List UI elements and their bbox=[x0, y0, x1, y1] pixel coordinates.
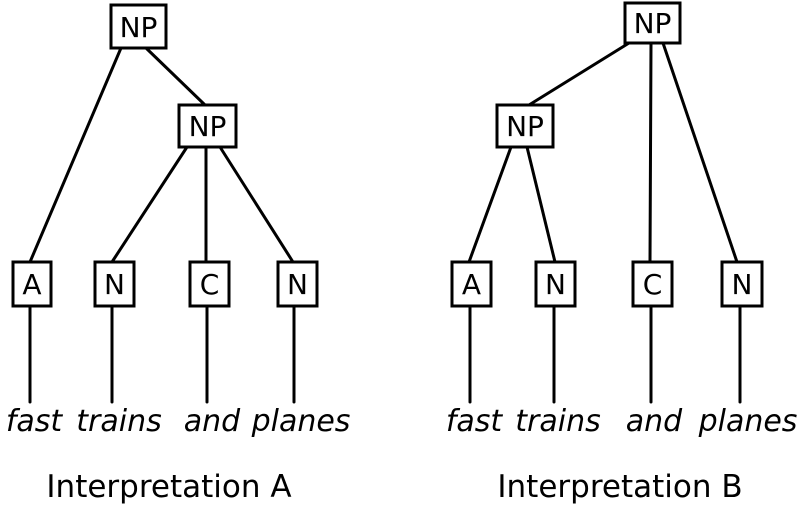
tree-b-caption: Interpretation B bbox=[497, 469, 742, 505]
tree-b-edge-root-to-c bbox=[648, 41, 653, 264]
tree-a-edge-inner-to-n1 bbox=[110, 145, 189, 264]
tree-b-edge-inner-to-n1 bbox=[525, 145, 557, 264]
tree-b-leaf-n2-label: N bbox=[732, 268, 753, 301]
tree-b-inner-np-label: NP bbox=[506, 110, 544, 143]
tree-a-leaf-a-label: A bbox=[22, 268, 41, 301]
tree-b-leaf-n1-label: N bbox=[545, 268, 566, 301]
tree-b-root-np-label: NP bbox=[634, 7, 672, 40]
tree-b-inner-np-box bbox=[495, 103, 555, 149]
tree-a-leaf-c-box bbox=[188, 260, 231, 308]
tree-a-edge-root-to-a bbox=[28, 46, 123, 264]
tree-b-word-fast: fast bbox=[446, 404, 504, 439]
tree-b-leaf-c-box bbox=[631, 260, 674, 308]
tree-b: NP NP A N C N fast trains and planes Int… bbox=[446, 1, 798, 505]
tree-b-leaf-n2-box bbox=[720, 260, 764, 308]
tree-a-edge-root-to-inner-np bbox=[144, 46, 207, 107]
tree-a-root-np-label: NP bbox=[120, 11, 158, 44]
tree-b-word-and: and bbox=[626, 404, 683, 439]
tree-a-leaf-n2-box bbox=[276, 260, 319, 308]
tree-a-leaf-n1-label: N bbox=[104, 268, 125, 301]
tree-a-inner-np-label: NP bbox=[189, 110, 227, 143]
tree-a-caption: Interpretation A bbox=[46, 469, 291, 505]
tree-a-leaf-a-box bbox=[11, 260, 53, 308]
tree-b-leaf-a-box bbox=[450, 260, 493, 308]
tree-b-leaf-c-label: C bbox=[643, 268, 663, 301]
tree-a-inner-np-box bbox=[177, 103, 238, 149]
tree-a-word-trains: trains bbox=[76, 404, 161, 439]
tree-a-word-fast: fast bbox=[6, 404, 64, 439]
tree-a-word-and: and bbox=[184, 404, 241, 439]
tree-a-leaf-n2-label: N bbox=[287, 268, 308, 301]
tree-b-root-np-box bbox=[623, 1, 682, 45]
tree-a-leaf-n1-box bbox=[93, 260, 136, 308]
tree-a: NP NP A N C N fast trains and planes Int… bbox=[6, 3, 351, 505]
tree-b-leaf-n1-box bbox=[534, 260, 577, 308]
tree-a-word-planes: planes bbox=[251, 404, 351, 439]
tree-b-edge-root-to-inner-np bbox=[527, 41, 631, 107]
tree-b-edge-inner-to-a bbox=[467, 145, 513, 264]
tree-b-leaf-a-label: A bbox=[462, 268, 481, 301]
tree-a-edge-inner-to-n2 bbox=[218, 145, 295, 264]
tree-b-edge-root-to-n2 bbox=[661, 41, 739, 264]
tree-b-word-trains: trains bbox=[515, 404, 600, 439]
tree-a-leaf-c-label: C bbox=[200, 268, 220, 301]
tree-a-root-np-box bbox=[109, 3, 168, 50]
tree-b-word-planes: planes bbox=[698, 404, 798, 439]
